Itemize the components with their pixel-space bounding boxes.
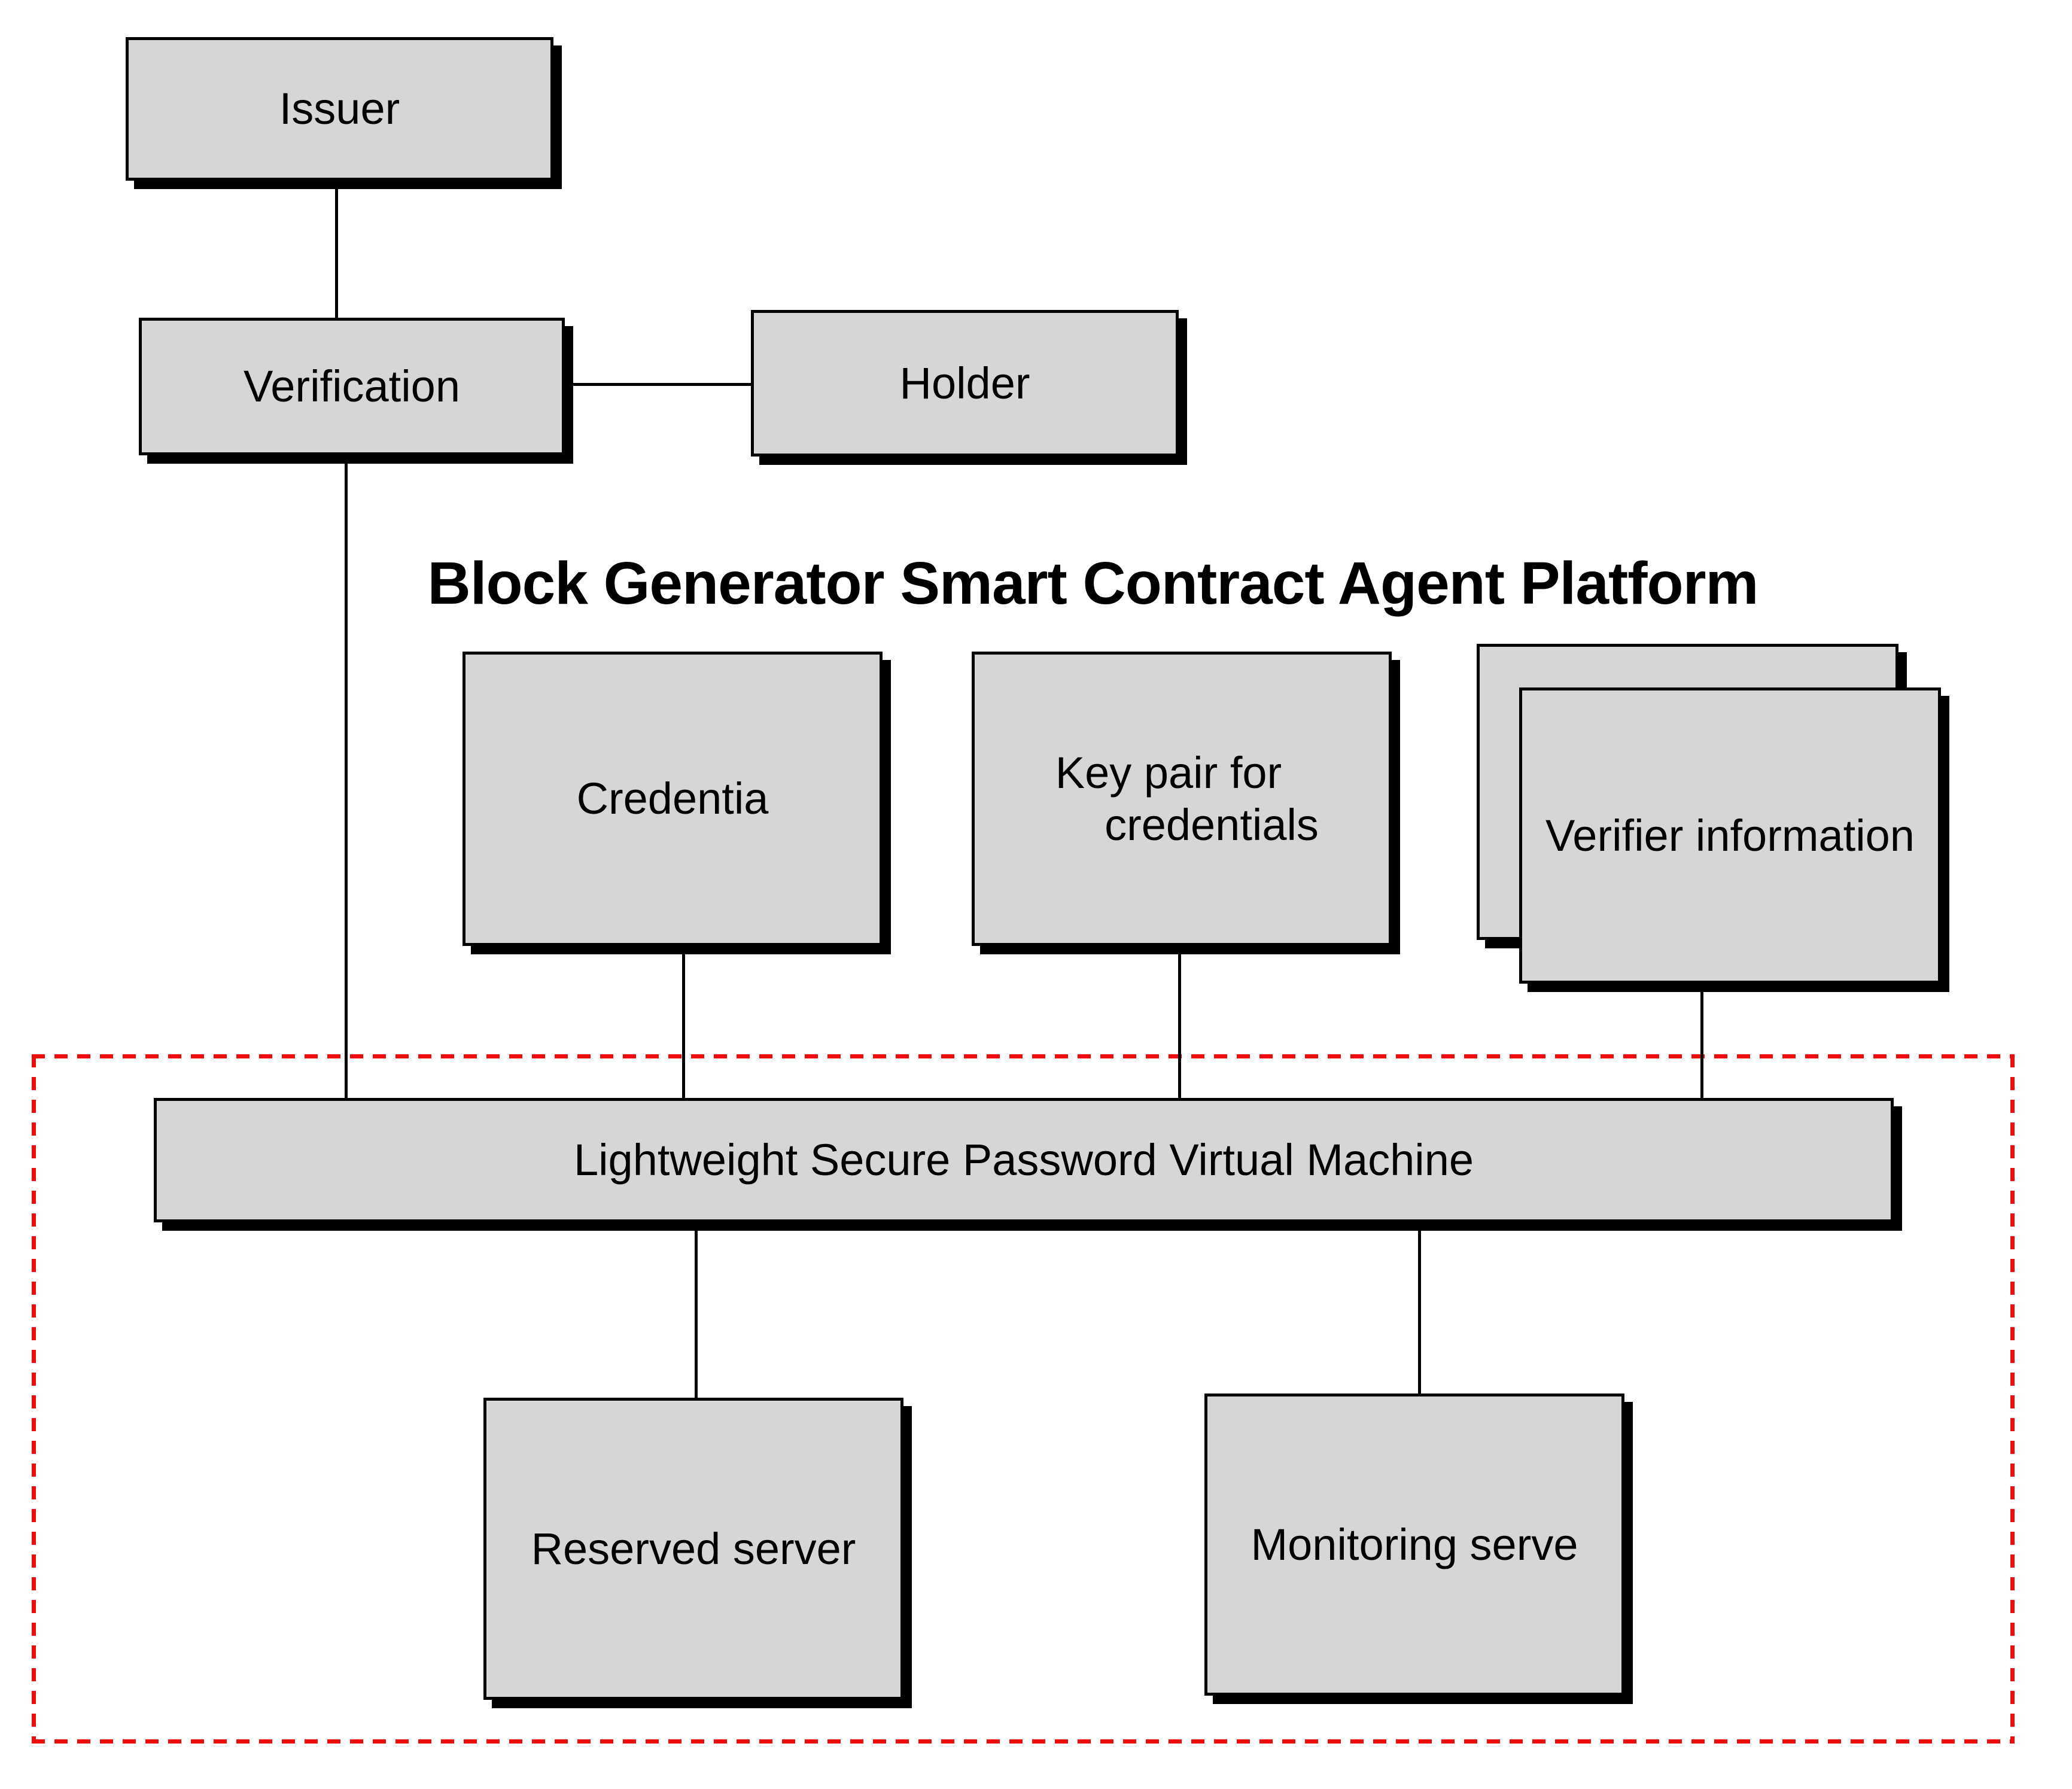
node-credential: Credentia <box>463 652 883 946</box>
node-keypair-label: Key pair for credentials <box>1055 747 1319 851</box>
node-monitoring-server: Monitoring serve <box>1204 1394 1624 1696</box>
node-issuer: Issuer <box>126 37 553 181</box>
node-credential-label: Credentia <box>576 774 769 824</box>
connector-keypair-vm <box>1178 946 1181 1098</box>
connector-verification-vm <box>345 455 348 1098</box>
node-verification: Verification <box>139 318 565 455</box>
connector-credential-vm <box>682 946 685 1098</box>
connector-issuer-verification <box>335 181 338 318</box>
node-verification-label: Verification <box>244 361 460 412</box>
node-keypair: Key pair for credentials <box>972 652 1392 946</box>
node-holder-label: Holder <box>899 358 1030 408</box>
node-monitoring-server-label: Monitoring serve <box>1250 1519 1578 1569</box>
node-issuer-label: Issuer <box>279 84 400 134</box>
node-verifier-info-label: Verifier information <box>1545 810 1915 860</box>
node-verifier-info: Verifier information <box>1519 687 1941 984</box>
node-reserved-server-label: Reserved server <box>531 1523 856 1574</box>
node-virtual-machine: Lightweight Secure Password Virtual Mach… <box>154 1098 1894 1222</box>
connector-verifier-vm <box>1700 984 1703 1098</box>
diagram-title: Block Generator Smart Contract Agent Pla… <box>427 550 1759 617</box>
node-reserved-server: Reserved server <box>483 1398 903 1700</box>
node-keypair-label-line2: credentials <box>1105 800 1319 850</box>
connector-verification-holder <box>565 383 751 386</box>
node-virtual-machine-label: Lightweight Secure Password Virtual Mach… <box>573 1135 1474 1185</box>
connector-vm-reserved <box>695 1222 698 1398</box>
node-holder: Holder <box>751 310 1179 457</box>
connector-vm-monitoring <box>1418 1222 1421 1394</box>
node-keypair-label-line1: Key pair for <box>1055 747 1282 798</box>
